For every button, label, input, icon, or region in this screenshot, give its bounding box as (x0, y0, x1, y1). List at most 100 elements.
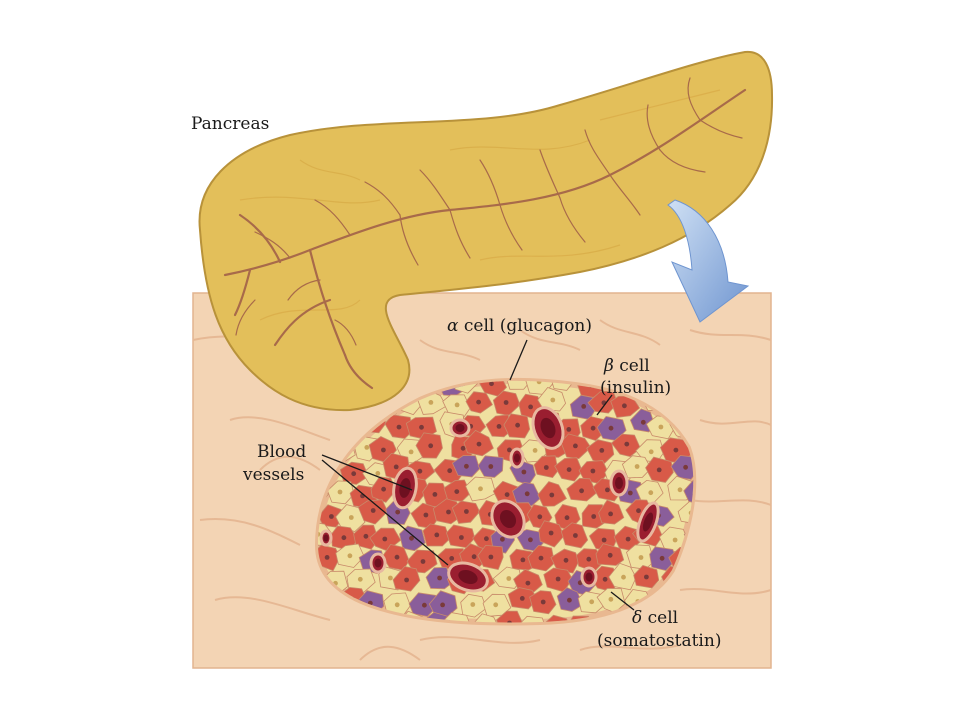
alpha-cell-label: α cell (glucagon) (447, 316, 592, 337)
cell-nucleus (428, 443, 434, 449)
blood-vessel-lumen (514, 453, 520, 463)
cell-nucleus (351, 471, 357, 477)
cell-nucleus (621, 574, 626, 580)
cell-nucleus (364, 445, 370, 450)
cell-nucleus (515, 422, 520, 428)
cell-nucleus (476, 441, 482, 447)
leader-blood-1 (321, 454, 413, 491)
cell-nucleus (329, 514, 334, 519)
islet-cell (505, 380, 532, 390)
cell-nucleus (381, 447, 386, 453)
islet-cell (549, 380, 576, 391)
cell-nucleus (543, 465, 549, 470)
cell-nucleus (419, 424, 424, 430)
cell-nucleus (500, 536, 505, 542)
cell-nucleus (489, 381, 494, 387)
cell-nucleus (607, 552, 613, 558)
islet-cell (683, 479, 694, 506)
cell-nucleus (476, 399, 481, 405)
cell-nucleus (488, 554, 494, 560)
cell-nucleus (538, 555, 544, 561)
cell-nucleus (409, 535, 414, 541)
cell-nucleus (446, 509, 451, 515)
cell-nucleus (586, 556, 592, 562)
blood-vessel-lumen (374, 558, 382, 568)
cell-nucleus (454, 489, 460, 494)
cell-nucleus (640, 419, 646, 425)
cell-nucleus (395, 509, 401, 515)
cell-nucleus (447, 468, 453, 474)
cell-nucleus (348, 515, 354, 520)
cell-nucleus (521, 469, 527, 475)
cell-nucleus (608, 425, 614, 431)
cell-nucleus (581, 404, 587, 409)
cell-nucleus (404, 577, 409, 583)
cell-nucleus (363, 533, 369, 539)
cell-nucleus (528, 404, 533, 410)
cell-nucleus (524, 491, 530, 497)
beta-cell-text: cell (619, 356, 650, 376)
blood-vessel-lumen (458, 569, 478, 585)
cell-nucleus (420, 559, 426, 564)
cell-nucleus (478, 486, 483, 492)
cell-nucleus (507, 620, 512, 623)
cell-nucleus (337, 489, 343, 495)
cell-nucleus (388, 575, 393, 581)
blood-vessel-lumen (323, 534, 329, 542)
cell-nucleus (493, 602, 499, 608)
blood-vessels-label: Blood (257, 442, 307, 462)
pancreas-label: Pancreas (191, 114, 270, 134)
cell-nucleus (677, 487, 683, 493)
cell-nucleus (460, 445, 466, 451)
alpha-cell-text: cell (glucagon) (463, 316, 593, 336)
cell-nucleus (566, 427, 572, 432)
delta-cell-text: cell (647, 608, 679, 628)
cell-nucleus (470, 602, 476, 607)
cell-nucleus (566, 467, 572, 472)
cell-nucleus (528, 537, 533, 543)
cell-nucleus (599, 448, 605, 453)
cell-nucleus (591, 514, 597, 519)
cell-nucleus (504, 492, 510, 497)
blood-vessel-lumen (585, 572, 593, 582)
cell-nucleus (357, 576, 363, 582)
cell-nucleus (341, 535, 347, 541)
blood-vessel-lumen (455, 424, 465, 432)
beta-symbol: β (604, 356, 614, 376)
cell-nucleus (579, 488, 584, 494)
cell-nucleus (440, 602, 445, 608)
cell-nucleus (627, 490, 633, 496)
cell-nucleus (540, 599, 546, 605)
cell-nucleus (434, 532, 440, 538)
cell-nucleus (624, 441, 630, 447)
cell-nucleus (381, 486, 386, 492)
delta-symbol: δ (632, 608, 643, 628)
cell-nucleus (648, 490, 654, 496)
cell-nucleus (555, 576, 561, 582)
cell-nucleus (503, 400, 509, 405)
cell-nucleus (658, 424, 664, 430)
cell-nucleus (573, 443, 578, 449)
islet-cell (471, 613, 500, 623)
blood-vessel-lumen (540, 417, 556, 439)
cell-nucleus (573, 533, 578, 538)
cell-nucleus (636, 508, 641, 514)
cell-nucleus (564, 515, 570, 521)
cell-nucleus (548, 530, 554, 536)
cell-nucleus (608, 511, 613, 517)
cell-nucleus (622, 403, 627, 409)
blood-vessel-lumen (499, 509, 517, 529)
alpha-symbol: α (447, 316, 459, 336)
cell-nucleus (370, 508, 376, 513)
cell-nucleus (549, 492, 555, 498)
cell-nucleus (437, 575, 442, 581)
cell-nucleus (417, 468, 423, 474)
cell-nucleus (673, 447, 679, 453)
cell-nucleus (536, 380, 542, 385)
blood-vessel-lumen (615, 477, 623, 489)
cell-nucleus (471, 554, 477, 560)
cell-nucleus (428, 400, 434, 405)
cell-nucleus (625, 536, 631, 542)
cell-nucleus (644, 574, 649, 580)
cell-nucleus (506, 576, 512, 581)
